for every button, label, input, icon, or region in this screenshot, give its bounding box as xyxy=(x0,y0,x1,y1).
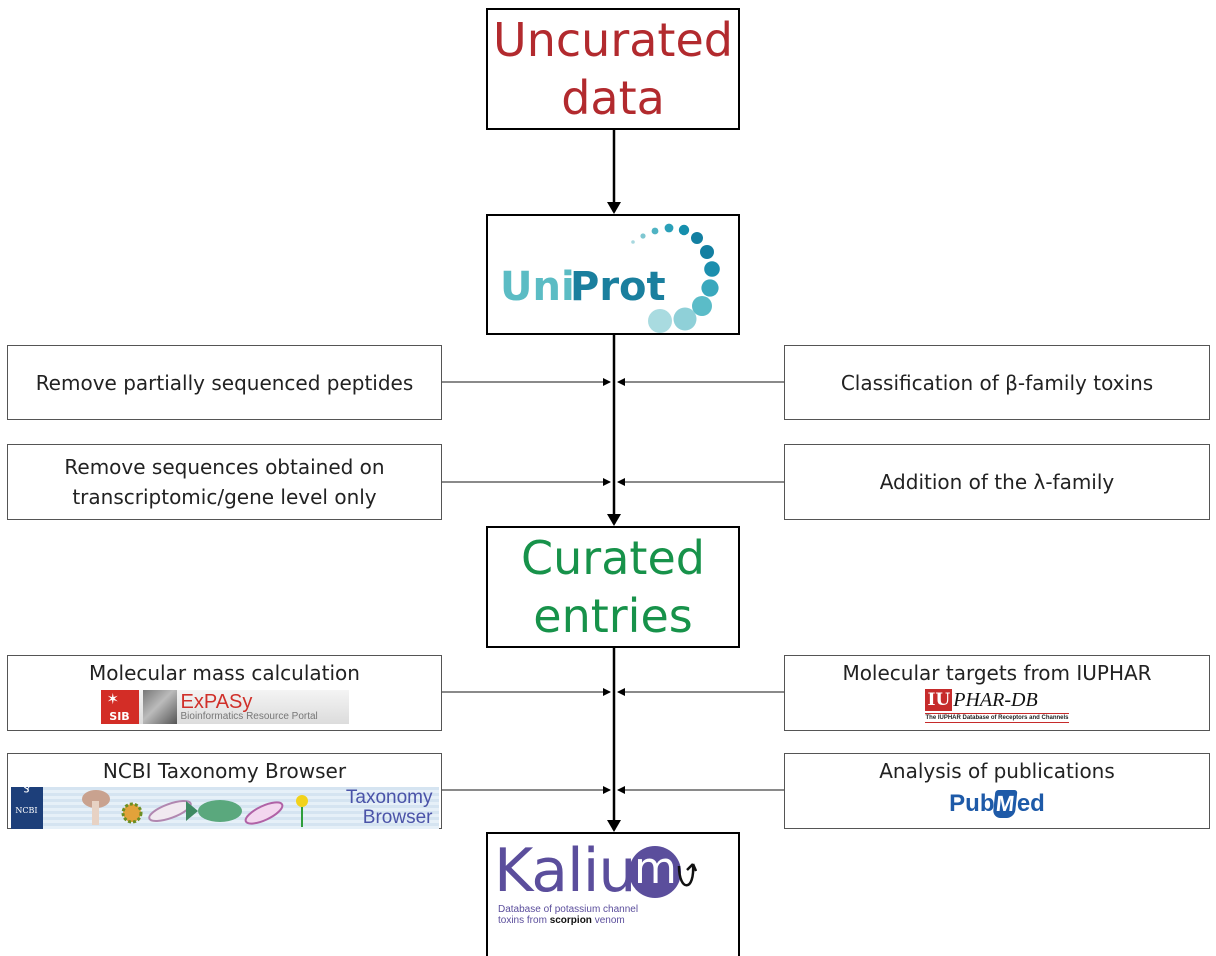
ncbi-taxonomy-logo: § NCBI xyxy=(10,779,439,829)
pubmed-logo: Pub M ed xyxy=(949,790,1045,818)
expasy-logo: ✶ SIB ExPASy Bioinformatics Resource Por… xyxy=(100,690,349,724)
ncbi-helix-icon: § xyxy=(23,779,30,795)
fish-icon xyxy=(186,800,243,822)
ncbi-logo: § NCBI xyxy=(10,779,43,829)
curated-entries-box: Curated entries xyxy=(486,526,740,648)
kalium-name: Kaliu xyxy=(494,836,636,906)
uniprot-uni-text: Uni xyxy=(500,264,575,310)
step-iuphar-targets-title: Molecular targets from IUPHAR xyxy=(842,661,1152,685)
expasy-subtitle: Bioinformatics Resource Portal xyxy=(180,711,318,722)
pubmed-ed: ed xyxy=(1016,790,1045,817)
uncurated-data-box: Uncurated data xyxy=(486,8,740,130)
uniprot-logo: Uni Prot xyxy=(500,223,720,333)
curated-line1: Curated xyxy=(521,531,705,585)
bacteria-icon xyxy=(148,800,192,822)
step-ncbi-taxonomy-title: NCBI Taxonomy Browser xyxy=(102,759,347,783)
scorpion-tail-icon xyxy=(678,863,698,887)
organism-images xyxy=(82,790,309,827)
mushroom-icon xyxy=(82,790,111,825)
iuphar-subtitle: The IUPHAR Database of Receptors and Cha… xyxy=(925,713,1069,723)
expasy-name: ExPASy xyxy=(180,691,253,713)
kalium-m-circle-icon: m xyxy=(629,843,682,898)
iuphar-logo: IU PHAR-DB The IUPHAR Database of Recept… xyxy=(925,689,1069,723)
step-addition-lambda: Addition of the λ-family xyxy=(784,444,1210,520)
taxonomy-word: Taxonomy xyxy=(345,787,433,808)
kalium-tagline-1: Database of potassium channel xyxy=(498,904,639,915)
step-molecular-mass: Molecular mass calculation ✶ SIB ExPASy … xyxy=(7,655,442,731)
iuphar-name: PHAR-DB xyxy=(953,689,1038,711)
step-classification-beta-text: Classification of β-family toxins xyxy=(840,370,1154,395)
gear-cell-icon xyxy=(121,802,143,824)
pubmed-m-book-icon: M xyxy=(993,790,1019,818)
uniprot-prot-text: Prot xyxy=(570,264,666,310)
step-molecular-mass-title: Molecular mass calculation xyxy=(89,661,360,685)
uniprot-box: Uni Prot xyxy=(486,214,740,335)
iuphar-iu-mark: IU xyxy=(925,689,953,711)
step-remove-transcriptomic-line1: Remove sequences obtained on xyxy=(64,455,385,479)
sib-logo: ✶ SIB xyxy=(100,690,139,724)
chromosome-icon xyxy=(244,801,284,825)
kalium-tagline-2c: venom xyxy=(591,915,625,926)
kalium-m: m xyxy=(634,843,677,894)
step-remove-partial-text: Remove partially sequenced peptides xyxy=(35,370,414,395)
step-remove-transcriptomic-line2: transcriptomic/gene level only xyxy=(72,485,377,509)
ncbi-label: NCBI xyxy=(15,806,38,815)
sib-label: SIB xyxy=(109,710,130,723)
step-addition-lambda-text: Addition of the λ-family xyxy=(879,470,1115,494)
uniprot-dots xyxy=(631,223,720,333)
step-remove-transcriptomic: Remove sequences obtained on transcripto… xyxy=(7,444,442,520)
kalium-box: Kaliu m Database of potassium channel to… xyxy=(486,832,740,956)
kalium-logo: Kaliu m Database of potassium channel to… xyxy=(494,838,738,956)
flower-icon xyxy=(296,795,309,827)
curated-line2: entries xyxy=(533,589,693,643)
step-classification-beta: Classification of β-family toxins xyxy=(784,345,1210,420)
sib-star-icon: ✶ xyxy=(106,690,120,708)
pubmed-pub: Pub xyxy=(949,790,995,817)
uncurated-line2: data xyxy=(561,71,665,125)
step-iuphar-targets: Molecular targets from IUPHAR IU PHAR-DB… xyxy=(784,655,1210,731)
step-remove-partial: Remove partially sequenced peptides xyxy=(7,345,442,420)
kalium-tagline-2b: scorpion xyxy=(549,915,592,926)
kalium-tagline-2: toxins from scorpion venom xyxy=(498,915,738,926)
expasy-figure-icon xyxy=(142,690,177,724)
browser-word: Browser xyxy=(362,807,433,828)
step-publications-title: Analysis of publications xyxy=(879,759,1115,783)
step-ncbi-taxonomy: NCBI Taxonomy Browser § NCBI xyxy=(7,753,442,829)
uncurated-line1: Uncurated xyxy=(493,13,733,67)
step-publications: Analysis of publications Pub M ed xyxy=(784,753,1210,829)
kalium-tagline-2a: toxins from xyxy=(498,915,550,926)
